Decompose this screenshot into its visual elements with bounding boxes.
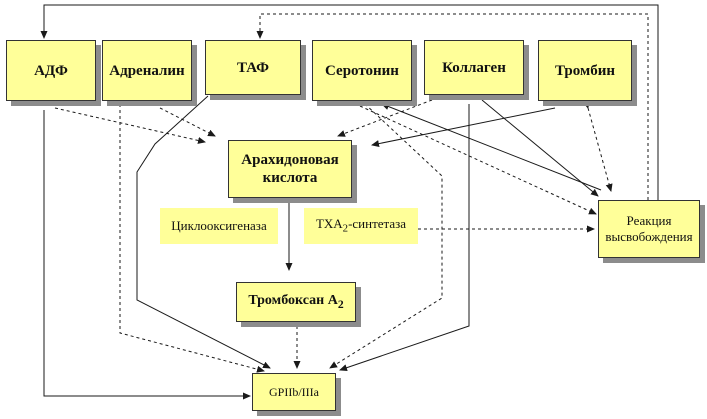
node-adf-label: АДФ bbox=[34, 62, 68, 79]
arrow-taf-to-gp bbox=[136, 95, 271, 369]
arrow-release-to-serotonin bbox=[381, 103, 602, 191]
node-thromboxane: Тромбоксан А2 bbox=[236, 282, 356, 322]
node-release-line2: высвобождения bbox=[605, 229, 693, 244]
thromboxane-prefix: Тромбоксан А bbox=[248, 292, 338, 308]
txa2-suffix: -синтетаза bbox=[348, 216, 407, 232]
node-trombin: Тромбин bbox=[538, 40, 632, 101]
node-thromboxane-label: Тромбоксан А2 bbox=[248, 293, 343, 312]
node-taf-label: ТАФ bbox=[236, 59, 270, 76]
txa2-prefix: ТХА bbox=[315, 216, 343, 232]
node-taf: ТАФ bbox=[205, 40, 301, 95]
arrow-kollagen-to-release bbox=[481, 99, 599, 197]
node-gp-receptor: GPIIb/IIIa bbox=[252, 373, 336, 411]
node-adf: АДФ bbox=[6, 40, 96, 101]
arrow-trombin-release-bidir bbox=[582, 100, 613, 192]
arrow-kollagen-to-gp bbox=[339, 104, 470, 372]
thromboxane-subscript: 2 bbox=[337, 297, 344, 311]
node-txa2-synthetase-label: ТХА2-синтетаза bbox=[316, 216, 406, 236]
node-kollagen: Коллаген bbox=[424, 40, 524, 95]
node-cyclooxygenase-label: Циклооксигеназа bbox=[171, 218, 267, 234]
node-arachidonic-line1: Арахидоновая bbox=[241, 152, 339, 168]
arrow-release-to-taf bbox=[256, 13, 649, 200]
node-kollagen-label: Коллаген bbox=[442, 59, 506, 76]
node-serotonin: Серотонин bbox=[312, 40, 412, 101]
node-serotonin-label: Серотонин bbox=[325, 62, 399, 79]
node-txa2-synthetase: ТХА2-синтетаза bbox=[304, 208, 418, 244]
node-release-line1: Реакция bbox=[626, 213, 672, 229]
txa2-subscript: 2 bbox=[342, 222, 349, 235]
arrow-release-to-adf bbox=[40, 4, 659, 200]
arrow-adrenalin-to-arachidonic bbox=[159, 107, 216, 137]
node-trombin-label: Тромбин bbox=[555, 62, 615, 79]
node-release-reaction: Реакция высвобождения bbox=[598, 200, 700, 258]
arrow-adf-to-arachidonic bbox=[54, 107, 206, 144]
node-cyclooxygenase: Циклооксигеназа bbox=[160, 208, 278, 244]
arrow-adrenalin-to-gp bbox=[119, 104, 265, 373]
node-adrenalin-label: Адреналин bbox=[109, 62, 185, 79]
node-gp-label: GPIIb/IIIa bbox=[269, 384, 319, 399]
arrow-adf-to-gp bbox=[43, 110, 251, 400]
arrow-trombin-to-arachidonic bbox=[371, 107, 556, 148]
node-arachidonic-acid: Арахидоновая кислота bbox=[228, 140, 352, 198]
arrow-serotonin-to-release bbox=[359, 105, 597, 215]
arrow-kollagen-to-arachidonic bbox=[337, 99, 433, 137]
node-arachidonic-line2: кислота bbox=[262, 170, 318, 186]
node-adrenalin: Адреналин bbox=[102, 40, 192, 101]
